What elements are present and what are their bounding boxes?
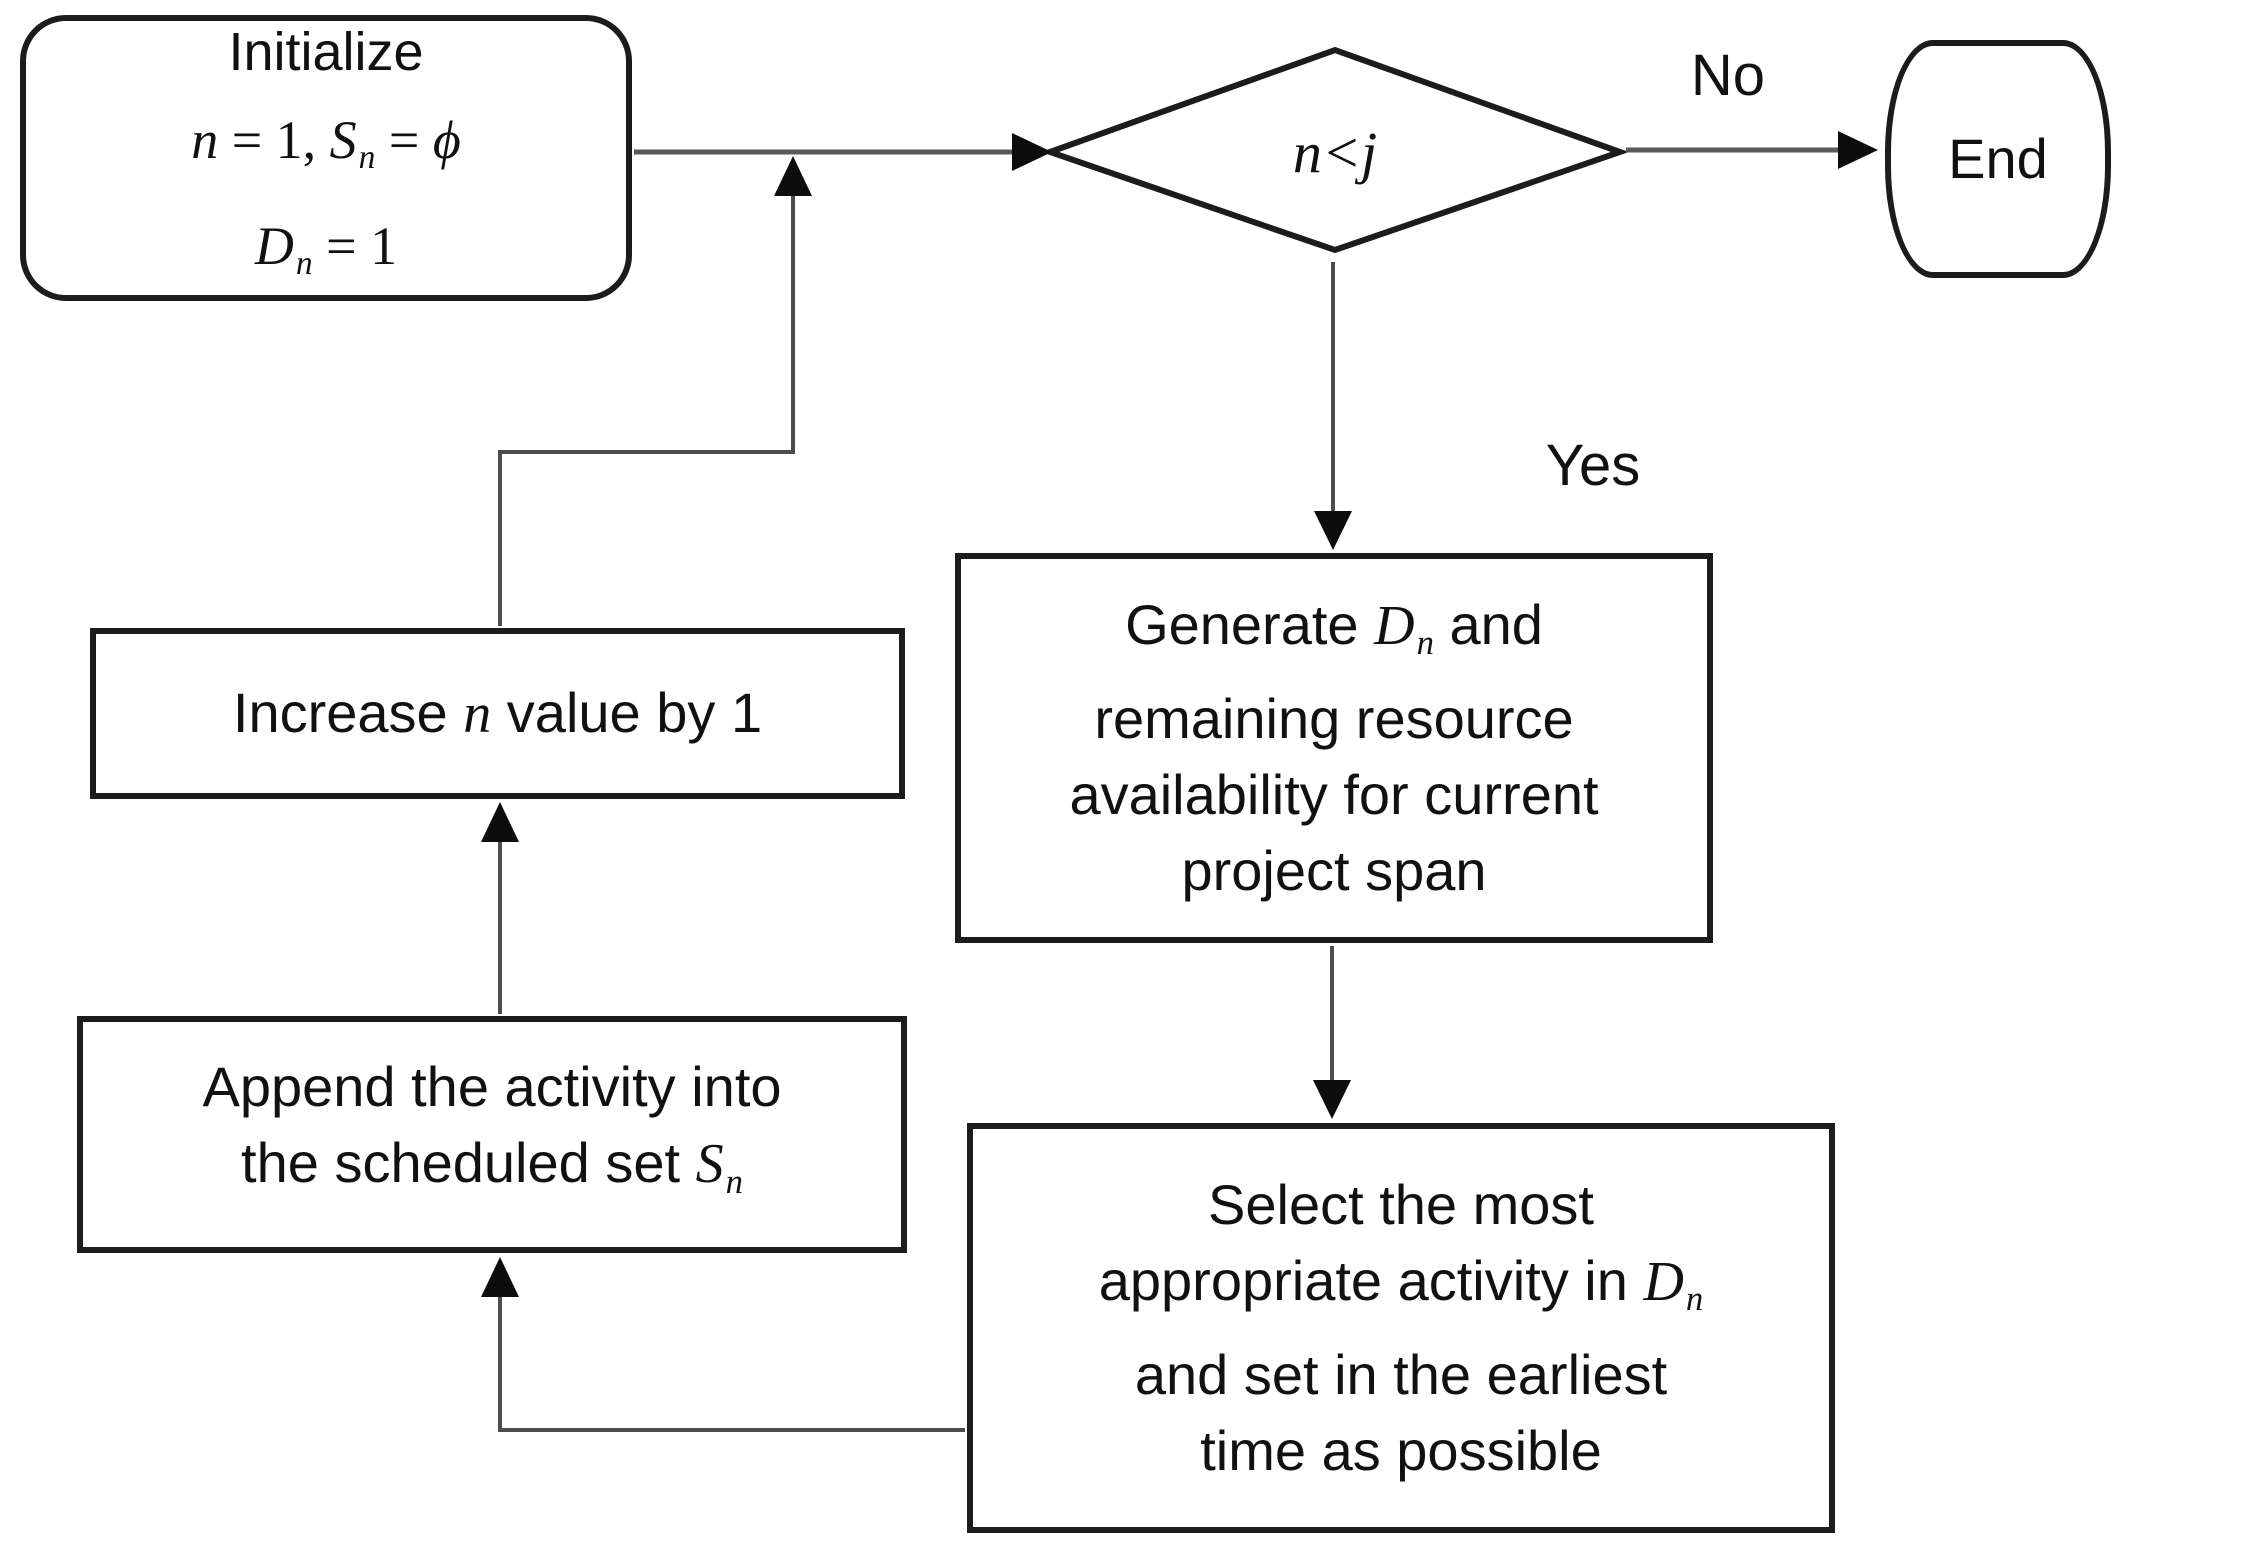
generate-line2: remaining resource [1094,687,1574,751]
decision-diamond-shape [1040,46,1630,254]
end-label: End [1948,127,2048,190]
var-n: n [191,109,219,170]
select-line4: time as possible [1200,1419,1602,1483]
var-S: S [695,1133,724,1196]
generate-line1: Generate Dn and [1125,587,1543,681]
append-line2: the scheduled set Sn [241,1125,743,1219]
var-S: S [329,109,357,170]
node-generate: Generate Dn and remaining resource avail… [955,553,1713,943]
sub-n: n [358,139,376,176]
sub-n: n [725,1161,743,1201]
text: the scheduled set [241,1131,696,1195]
var-n: n [463,683,492,745]
var-D: D [1374,594,1415,657]
generate-line4: project span [1181,839,1487,903]
initialize-math-line1: n = 1, Sn = ϕ [191,96,461,202]
increase-line: Increase n value by 1 [233,675,762,752]
select-line3: and set in the earliest [1134,1343,1668,1407]
node-append: Append the activity into the scheduled s… [77,1016,907,1253]
generate-line3: availability for current [1069,763,1599,827]
select-line1: Select the most [1208,1172,1594,1236]
text: Generate [1125,592,1375,656]
edge-label-no: No [1690,43,1766,108]
var-n: n [1292,119,1322,185]
edge-decision-to-generate [1314,262,1352,550]
edge-select-to-append [481,1257,965,1432]
var-D: D [254,216,294,276]
sub-n: n [1685,1279,1704,1319]
edge-decision-to-end [1626,131,1878,169]
node-select: Select the most appropriate activity in … [967,1123,1835,1533]
text: Increase [232,681,464,744]
text: value by 1 [491,681,763,744]
lt-operator: < [1321,119,1361,185]
edge-append-to-increase [481,802,519,1014]
edge-generate-to-select [1313,946,1351,1119]
initialize-title: Initialize [228,21,424,82]
eq-text: = 1 [312,216,398,276]
node-initialize: Initialize n = 1, Sn = ϕ Dn = 1 [20,15,632,301]
edge-increase-to-junction [498,156,812,626]
sub-n: n [1416,623,1434,663]
node-increase: Increase n value by 1 [90,628,905,799]
edge-label-yes: Yes [1545,433,1641,498]
sub-n: n [295,245,313,283]
edge-init-to-decision [634,133,1052,171]
var-phi: ϕ [432,109,461,170]
decision-label: n<j [1185,108,1485,196]
initialize-math-line2: Dn = 1 [255,202,397,308]
append-line1: Append the activity into [202,1055,782,1119]
node-end: End [1885,40,2111,278]
text: appropriate activity in [1098,1248,1644,1312]
var-j: j [1361,119,1378,185]
text: and [1433,592,1543,656]
eq-text: = 1, [218,109,330,170]
select-line2: appropriate activity in Dn [1099,1243,1704,1337]
var-D: D [1643,1250,1684,1313]
eq-text: = [375,109,433,170]
